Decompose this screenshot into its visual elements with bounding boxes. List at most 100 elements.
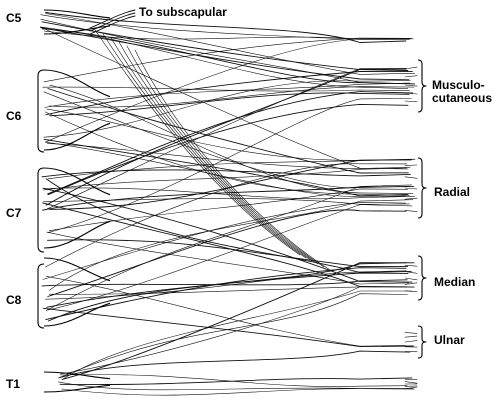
nerve-end (404, 176, 418, 179)
root-sheath-top (43, 167, 111, 196)
nerve-end (404, 264, 418, 267)
root-sheath-top (43, 9, 111, 19)
nerve-end (404, 210, 418, 212)
nerve-fiber (49, 199, 414, 291)
nerve-fiber (41, 21, 409, 71)
branch-label-subscapular: To subscapular (139, 5, 227, 19)
nerve-fiber (47, 91, 414, 195)
nerve-fiber (47, 88, 409, 174)
nerve-fiber (45, 13, 415, 75)
nerve-fiber (40, 18, 414, 85)
branch-label-musculocutaneous-line2: cutaneous (432, 91, 493, 105)
nerve-fiber (47, 159, 416, 180)
crossing-fiber (110, 37, 313, 262)
root-label-t1: T1 (6, 377, 21, 391)
brace-musculocutaneous (417, 59, 427, 113)
nerve-fiber (45, 68, 407, 206)
nerve-fiber (45, 267, 407, 321)
nerve-fiber (40, 14, 410, 40)
nerve-fiber (45, 38, 414, 143)
bracket-c7 (37, 167, 45, 253)
bracket-c8 (37, 263, 45, 329)
nerve-end (404, 290, 418, 293)
crossing-fiber (118, 41, 319, 265)
branch-label-musculocutaneous: Musculo- cutaneous (432, 79, 492, 105)
nerve-end (404, 340, 418, 343)
nerve-fiber (42, 187, 413, 283)
nerve-end (404, 282, 418, 285)
nerve-end (404, 197, 418, 200)
root-sheath-bottom (43, 25, 111, 35)
root-label-c8: C8 (6, 293, 22, 307)
nerve-fiber (49, 159, 412, 210)
crossing-fiber (134, 49, 331, 271)
brace-median (417, 255, 427, 301)
nerve-fiber-bundles (39, 9, 418, 396)
nerve-end (404, 66, 418, 70)
nerve-fiber (47, 209, 407, 297)
crossing-fiber (94, 29, 301, 256)
nerve-fiber (44, 82, 411, 108)
nerve-end (404, 84, 418, 87)
nerve-fiber (43, 37, 412, 83)
nerve-fiber (61, 388, 415, 396)
subscapular-fiber (89, 12, 136, 32)
nerve-fiber (49, 84, 414, 194)
nerve-fiber (47, 103, 409, 196)
nerve-end (404, 335, 418, 338)
nerve-end (404, 277, 418, 281)
nerve-fiber (58, 381, 414, 391)
branch-braces (417, 59, 427, 359)
nerve-fiber (46, 108, 414, 161)
brace-ulnar (417, 325, 427, 359)
nerve-fiber (42, 307, 414, 348)
nerve-end (404, 164, 418, 166)
nerve-fiber (45, 12, 407, 43)
root-sheath-top (43, 257, 111, 282)
nerve-end (404, 187, 418, 190)
nerve-fiber (59, 377, 413, 386)
root-sheath-top (43, 69, 111, 98)
nerve-end (404, 386, 418, 390)
nerve-end (404, 332, 418, 334)
brace-radial (417, 157, 427, 219)
nerve-fiber (59, 350, 411, 379)
root-label-c6: C6 (6, 109, 22, 123)
nerve-fiber (42, 86, 410, 92)
root-brackets (37, 69, 45, 329)
nerve-fiber (39, 26, 408, 89)
nerve-fiber (59, 286, 407, 375)
root-label-c5: C5 (6, 11, 22, 25)
branch-label-musculocutaneous-line1: Musculo- (432, 78, 485, 92)
nerve-fiber (42, 201, 406, 280)
nerve-fiber (47, 262, 407, 322)
crossing-fiber (102, 33, 307, 259)
nerve-fiber (61, 262, 415, 380)
subscapular-fiber (89, 9, 136, 29)
root-sheath-bottom (43, 122, 111, 151)
nerve-fiber (48, 86, 415, 108)
nerve-fiber (47, 143, 411, 169)
root-sheath-bottom (43, 302, 111, 327)
nerve-fiber (42, 186, 415, 211)
nerve-fiber (45, 163, 408, 268)
branch-label-ulnar: Ulnar (434, 333, 465, 347)
branch-label-median: Median (434, 275, 476, 289)
nerve-fiber (42, 167, 408, 191)
nerve-end (404, 92, 418, 95)
crossing-fiber (126, 45, 325, 268)
nerve-fiber (46, 276, 406, 347)
nerve-end (404, 381, 418, 384)
nerve-fiber (47, 239, 409, 268)
nerve-fiber (49, 92, 410, 117)
nerve-fiber (46, 272, 409, 308)
root-sheath-bottom (43, 384, 111, 393)
nerve-fiber (46, 231, 410, 285)
nerve-fiber (44, 187, 415, 200)
nerve-fiber (41, 28, 416, 85)
nerve-fiber (47, 204, 413, 311)
root-sheath-top (43, 371, 111, 380)
nerve-fiber (47, 98, 412, 233)
nerve-fiber (44, 111, 410, 196)
